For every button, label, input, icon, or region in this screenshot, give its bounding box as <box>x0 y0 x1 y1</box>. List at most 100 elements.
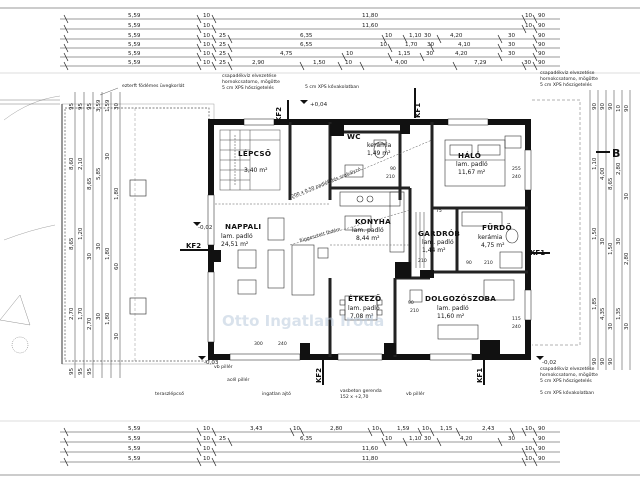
dim-label: 6,35 <box>300 33 313 39</box>
living-furniture <box>237 217 329 296</box>
svg-text:30: 30 <box>105 152 111 160</box>
svg-text:10: 10 <box>422 426 430 432</box>
svg-text:95: 95 <box>78 102 84 110</box>
svg-text:5,85: 5,85 <box>96 167 102 180</box>
dim-label: 30 <box>524 60 532 66</box>
svg-text:1,15: 1,15 <box>440 426 453 432</box>
dim-label: 11,60 <box>362 23 378 29</box>
svg-text:11,80: 11,80 <box>362 456 378 462</box>
svg-text:8,65: 8,65 <box>69 237 75 250</box>
svg-text:10: 10 <box>525 426 533 432</box>
svg-text:1,50: 1,50 <box>592 227 598 240</box>
svg-text:10: 10 <box>203 426 211 432</box>
svg-text:acél pillér: acél pillér <box>227 376 249 383</box>
svg-text:90: 90 <box>390 166 396 172</box>
room-labels: LÉPCSŐ 3,40 m² WC kerámia 1,49 m² HÁLÓ l… <box>221 132 512 320</box>
svg-text:hornokcsatomo, mögötte: hornokcsatomo, mögötte <box>540 372 598 378</box>
room-floor-furdo: kerámia <box>478 234 503 241</box>
dim-label: 4,10 <box>458 42 471 48</box>
svg-text:240: 240 <box>278 341 287 347</box>
svg-text:95: 95 <box>87 367 93 375</box>
dim-label: 6,55 <box>300 42 313 48</box>
section-tag-kf2-left: KF2 <box>186 242 201 250</box>
svg-text:teraszlépcső: teraszlépcső <box>155 390 184 397</box>
room-name-gardrob: GARDRÓB <box>418 229 460 238</box>
svg-text:90: 90 <box>600 357 606 365</box>
svg-text:ingatlan ajtó: ingatlan ajtó <box>262 390 291 397</box>
dim-label: 90 <box>538 42 546 48</box>
svg-text:30: 30 <box>114 332 120 340</box>
room-area-lepcso: 3,40 m² <box>244 167 268 174</box>
dim-label: 30 <box>424 33 432 39</box>
svg-text:1,85: 1,85 <box>592 297 598 310</box>
wc-fixtures <box>344 139 387 178</box>
level-markers: +0,04 -0,02 -0,03 -0,02 <box>193 100 556 366</box>
svg-text:2,10: 2,10 <box>78 157 84 170</box>
svg-text:90: 90 <box>538 436 546 442</box>
dim-label: 5,59 <box>128 23 141 29</box>
room-name-konyha: KONYHA <box>355 217 391 226</box>
svg-text:-0,02: -0,02 <box>198 225 212 231</box>
dim-label: 10 <box>203 42 211 48</box>
svg-text:4,35: 4,35 <box>600 307 606 320</box>
dim-label: 10 <box>203 60 211 66</box>
svg-text:1,20: 1,20 <box>78 227 84 240</box>
svg-text:240: 240 <box>512 324 521 330</box>
svg-text:30: 30 <box>87 252 93 260</box>
dim-label: 30 <box>426 51 434 57</box>
svg-text:90: 90 <box>600 102 606 110</box>
dim-label: 7,29 <box>474 60 487 66</box>
svg-text:csapadékvíz elvezetése: csapadékvíz elvezetése <box>540 365 595 372</box>
room-area-gardrob: 1,44 m² <box>422 247 446 254</box>
room-floor-dolgozoszoba: lam. padló <box>437 305 469 312</box>
room-area-etkezo: 7,08 m² <box>350 313 374 320</box>
svg-text:30: 30 <box>96 312 102 320</box>
svg-text:60: 60 <box>114 262 120 270</box>
svg-text:hornokcsatomo, mögötte: hornokcsatomo, mögötte <box>540 76 598 82</box>
dim-label: 90 <box>538 51 546 57</box>
dim-label: 25 <box>219 60 227 66</box>
room-name-furdo: FÜRDŐ <box>482 223 512 232</box>
svg-text:2,80: 2,80 <box>330 426 343 432</box>
svg-text:5 cm XPS kővakolatban: 5 cm XPS kővakolatban <box>305 84 359 90</box>
svg-text:-0,02: -0,02 <box>542 360 556 366</box>
svg-text:30: 30 <box>600 237 606 245</box>
dim-label: 10 <box>380 42 388 48</box>
svg-text:10: 10 <box>616 104 622 112</box>
svg-text:1,80: 1,80 <box>114 187 120 200</box>
right-dimension-numbers: 90 90 90 10 90 1,10 4,00 8,65 2,80 30 1,… <box>592 102 630 365</box>
dim-label: 10 <box>525 13 533 19</box>
svg-text:5 cm XPS hőszigetelés: 5 cm XPS hőszigetelés <box>540 81 592 88</box>
svg-text:240: 240 <box>512 174 521 180</box>
dim-label: 90 <box>538 23 546 29</box>
opening-dimensions: 90 210 255 240 75 210 90 210 115 240 210… <box>254 166 521 347</box>
svg-text:95: 95 <box>87 102 93 110</box>
svg-text:95: 95 <box>69 102 75 110</box>
svg-text:30: 30 <box>608 322 614 330</box>
svg-text:90: 90 <box>608 102 614 110</box>
svg-text:vb pillér: vb pillér <box>214 363 233 370</box>
dim-label: 25 <box>219 33 227 39</box>
svg-text:75: 75 <box>436 208 442 214</box>
dim-label: 30 <box>508 51 516 57</box>
svg-text:10: 10 <box>203 446 211 452</box>
section-markers: KF1 KF2 KF2 KF1 KF2 KF1 B <box>180 88 620 385</box>
svg-text:30: 30 <box>616 237 622 245</box>
dim-label: 5,59 <box>128 33 141 39</box>
top-dimension-ticks <box>63 14 538 71</box>
dim-label: 5,59 <box>128 51 141 57</box>
dim-label: 25 <box>219 42 227 48</box>
svg-text:152 x +2,70: 152 x +2,70 <box>340 394 369 400</box>
svg-text:30: 30 <box>96 242 102 250</box>
svg-text:hornokcsatomo, mögötte: hornokcsatomo, mögötte <box>222 79 280 85</box>
dim-label: 30 <box>427 42 435 48</box>
svg-text:1,10: 1,10 <box>592 157 598 170</box>
dim-label: 10 <box>346 51 354 57</box>
section-tag-kf2-top: KF2 <box>275 107 283 122</box>
bathroom-fixtures <box>461 211 523 269</box>
room-area-furdo: 4,75 m² <box>481 242 505 249</box>
svg-text:10: 10 <box>525 446 533 452</box>
dim-label: 10 <box>203 33 211 39</box>
top-dimension-labels: 5,59 10 11,80 10 90 5,59 10 11,60 10 90 … <box>128 13 546 66</box>
